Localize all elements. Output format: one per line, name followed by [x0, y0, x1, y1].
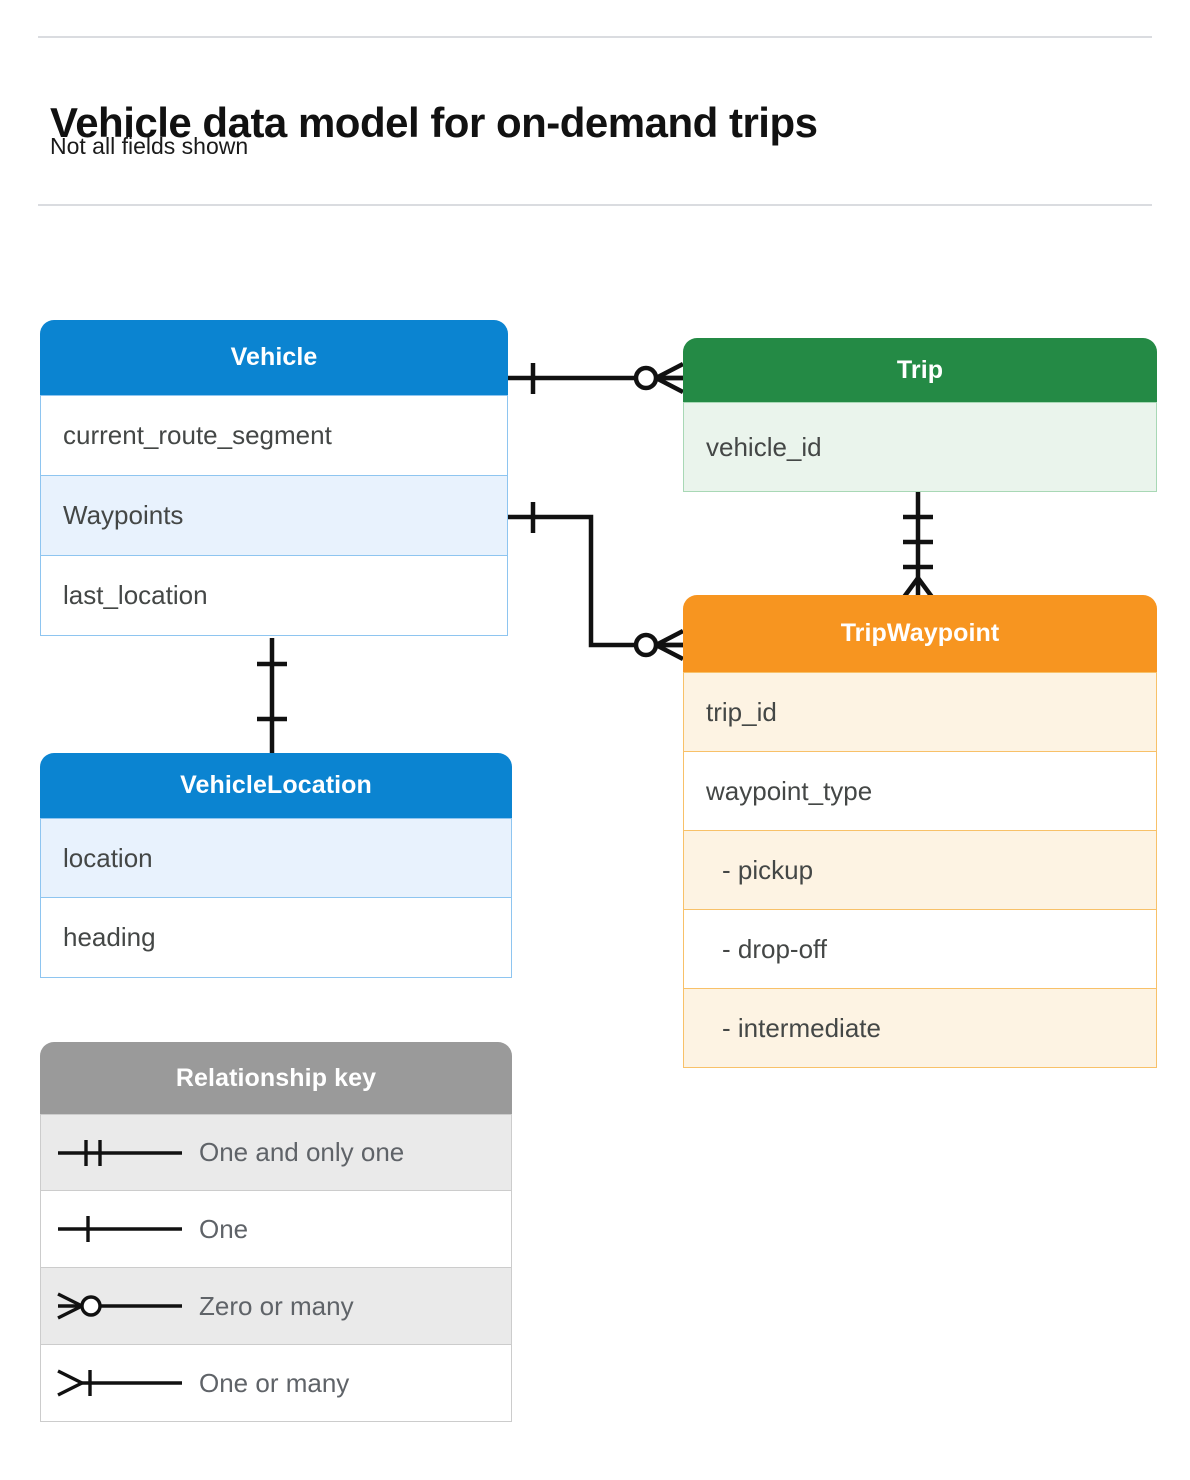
connector-vehicle-trip [508, 362, 685, 394]
legend-item-label: One and only one [199, 1137, 405, 1167]
entity-trip-title: Trip [896, 355, 944, 384]
legend-item-label: One or many [199, 1367, 350, 1398]
page-title: Vehicle data model for on-demand trips [50, 99, 818, 147]
entity-tripwaypoint-header: TripWaypoint [683, 595, 1157, 672]
field-label: - pickup [722, 854, 814, 885]
one-icon [41, 1209, 199, 1249]
field-label: current_route_segment [63, 420, 332, 450]
entity-vehiclelocation-header: VehicleLocation [40, 753, 512, 818]
entity-vehiclelocation-fields: location heading [40, 818, 512, 978]
field-row[interactable]: trip_id [683, 672, 1157, 752]
entity-vehicle-title: Vehicle [230, 343, 318, 371]
field-label: - drop-off [722, 933, 828, 964]
legend-item[interactable]: One [40, 1191, 512, 1268]
legend-item[interactable]: Zero or many [40, 1268, 512, 1345]
entity-vehicle-fields: current_route_segment Waypoints last_loc… [40, 395, 508, 636]
field-row[interactable]: location [40, 818, 512, 898]
field-row[interactable]: vehicle_id [683, 402, 1157, 492]
legend-header: Relationship key [40, 1042, 512, 1114]
field-label: vehicle_id [706, 431, 822, 462]
field-row[interactable]: Waypoints [40, 476, 508, 556]
entity-vehicle-header: Vehicle [40, 320, 508, 395]
field-label: heading [63, 922, 156, 952]
field-label: waypoint_type [706, 775, 873, 806]
connector-trip-tripwaypoint [902, 492, 934, 599]
field-row[interactable]: current_route_segment [40, 395, 508, 476]
entity-tripwaypoint-title: TripWaypoint [840, 619, 1000, 647]
one-and-only-one-icon [41, 1133, 199, 1173]
field-label: location [63, 842, 153, 873]
field-label: trip_id [706, 696, 777, 727]
entity-tripwaypoint[interactable]: TripWaypoint trip_id waypoint_type - pic… [683, 595, 1157, 1068]
entity-trip-fields: vehicle_id [683, 402, 1157, 492]
header-divider-bottom [38, 204, 1152, 206]
legend-items: One and only one One [40, 1114, 512, 1422]
field-row[interactable]: - intermediate [683, 989, 1157, 1068]
legend-item-label: Zero or many [199, 1290, 354, 1321]
entity-trip-header: Trip [683, 338, 1157, 402]
entity-vehiclelocation-title: VehicleLocation [180, 771, 372, 799]
entity-trip[interactable]: Trip vehicle_id [683, 338, 1157, 492]
entity-vehiclelocation[interactable]: VehicleLocation location heading [40, 753, 512, 978]
legend-item-label: One [199, 1213, 249, 1244]
connector-waypoints-tripwaypoint [508, 502, 685, 661]
field-row[interactable]: heading [40, 898, 512, 978]
field-label: last_location [63, 580, 208, 610]
field-row[interactable]: - drop-off [683, 910, 1157, 989]
field-row[interactable]: last_location [40, 556, 508, 636]
one-or-many-icon [41, 1363, 199, 1403]
entity-vehicle[interactable]: Vehicle current_route_segment Waypoints … [40, 320, 508, 636]
zero-or-many-icon [41, 1286, 199, 1326]
field-row[interactable]: - pickup [683, 831, 1157, 910]
legend-title: Relationship key [175, 1063, 377, 1092]
legend-item[interactable]: One and only one [40, 1114, 512, 1191]
connector-vehicle-vehiclelocation [257, 638, 287, 753]
entity-tripwaypoint-fields: trip_id waypoint_type - pickup - drop-of… [683, 672, 1157, 1068]
field-row[interactable]: waypoint_type [683, 752, 1157, 831]
page-subtitle: Not all fields shown [50, 133, 249, 159]
legend-relationship-key[interactable]: Relationship key One and only one [40, 1042, 512, 1422]
header-divider-top [38, 36, 1152, 38]
field-label: - intermediate [722, 1012, 881, 1043]
legend-item[interactable]: One or many [40, 1345, 512, 1422]
field-label: Waypoints [63, 500, 184, 530]
